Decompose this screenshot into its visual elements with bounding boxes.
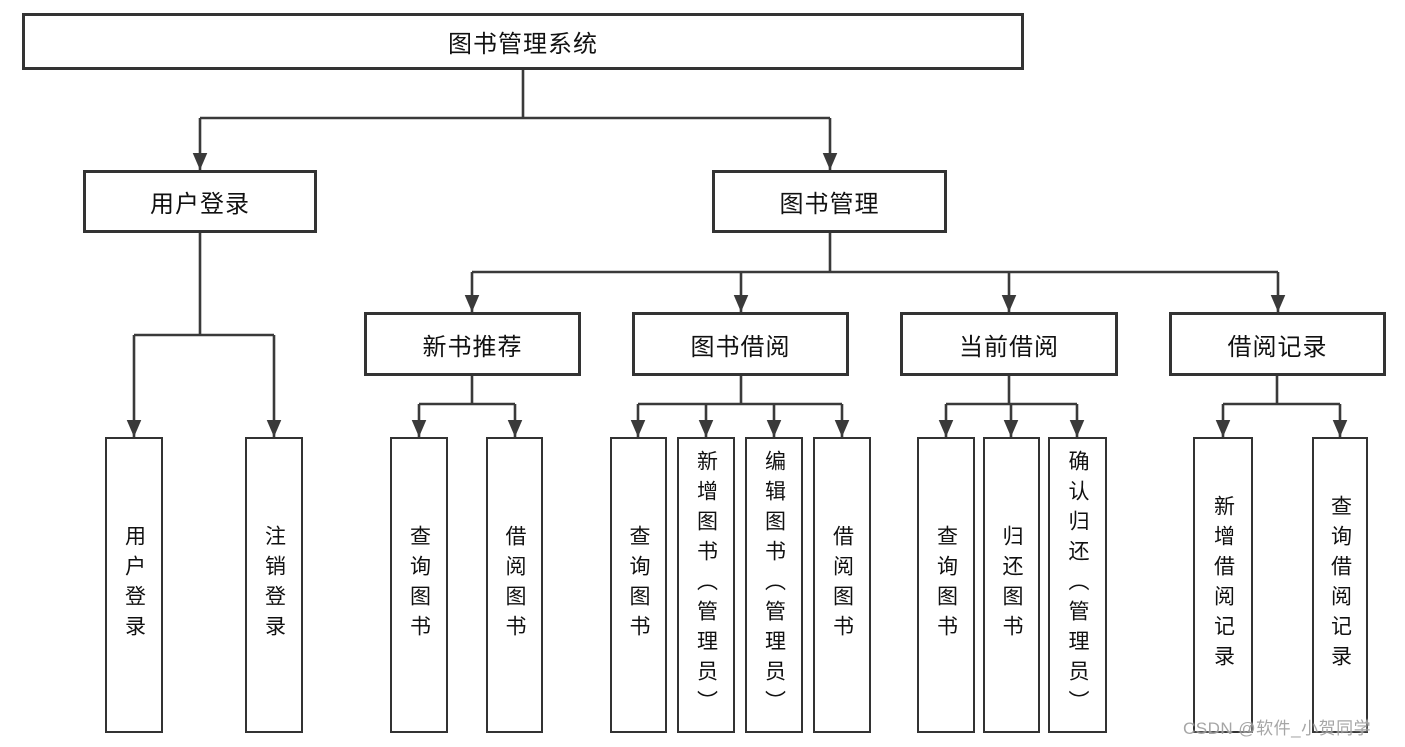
leaf-borrow-books-1: 借阅图书 <box>486 437 543 733</box>
leaf-return-books: 归还图书 <box>983 437 1040 733</box>
node-label: 归还图书 <box>1000 525 1023 645</box>
node-label: 图书借阅 <box>690 333 791 361</box>
leaf-query-books-1: 查询图书 <box>390 437 448 733</box>
node-label: 借阅图书 <box>830 525 854 645</box>
node-library-management-system: 图书管理系统 <box>22 13 1024 70</box>
leaf-add-borrow-record: 新增借阅记录 <box>1193 437 1253 733</box>
leaf-logout: 注销登录 <box>245 437 303 733</box>
leaf-borrow-books-2: 借阅图书 <box>813 437 871 733</box>
connector-current-borrowing-to-leaves <box>938 376 1085 437</box>
node-label: 查询图书 <box>627 525 650 645</box>
connector-root-to-level2 <box>192 70 838 170</box>
node-label: 新增图书（管理员） <box>694 450 718 720</box>
leaf-edit-books-admin: 编辑图书（管理员） <box>745 437 803 733</box>
csdn-watermark: CSDN @软件_小贺同学 <box>1183 719 1372 738</box>
leaf-query-borrow-record: 查询借阅记录 <box>1312 437 1368 733</box>
connector-user-login-to-leaves <box>126 233 282 437</box>
node-label: 用户登录 <box>122 525 146 645</box>
node-label: 查询图书 <box>934 525 958 645</box>
node-label: 借阅图书 <box>503 525 526 645</box>
node-label: 用户登录 <box>150 191 250 218</box>
connector-book-borrowing-to-leaves <box>630 376 850 437</box>
connector-new-book-recommend-to-leaves <box>411 376 523 437</box>
node-book-borrowing: 图书借阅 <box>632 312 849 376</box>
node-label: 编辑图书（管理员） <box>762 450 786 720</box>
node-label: 新增借阅记录 <box>1211 495 1235 675</box>
node-label: 图书管理系统 <box>448 31 598 58</box>
node-label: 新书推荐 <box>422 333 523 361</box>
connector-borrowing-records-to-leaves <box>1215 376 1348 437</box>
leaf-query-books-3: 查询图书 <box>917 437 975 733</box>
node-label: 当前借阅 <box>959 333 1059 361</box>
node-label: 借阅记录 <box>1227 333 1328 361</box>
node-label: 图书管理 <box>779 191 880 218</box>
node-user-login: 用户登录 <box>83 170 317 233</box>
connector-book-management-to-level3 <box>464 233 1286 312</box>
node-label: 查询图书 <box>407 525 431 645</box>
node-label: 确认归还（管理员） <box>1066 450 1089 720</box>
node-label: 查询借阅记录 <box>1328 495 1352 675</box>
node-borrowing-records: 借阅记录 <box>1169 312 1386 376</box>
node-current-borrowing: 当前借阅 <box>900 312 1118 376</box>
leaf-user-login: 用户登录 <box>105 437 163 733</box>
node-new-book-recommend: 新书推荐 <box>364 312 581 376</box>
leaf-query-books-2: 查询图书 <box>610 437 667 733</box>
node-label: 注销登录 <box>262 525 286 645</box>
node-book-management: 图书管理 <box>712 170 947 233</box>
leaf-add-books-admin: 新增图书（管理员） <box>677 437 735 733</box>
leaf-confirm-return-admin: 确认归还（管理员） <box>1048 437 1107 733</box>
